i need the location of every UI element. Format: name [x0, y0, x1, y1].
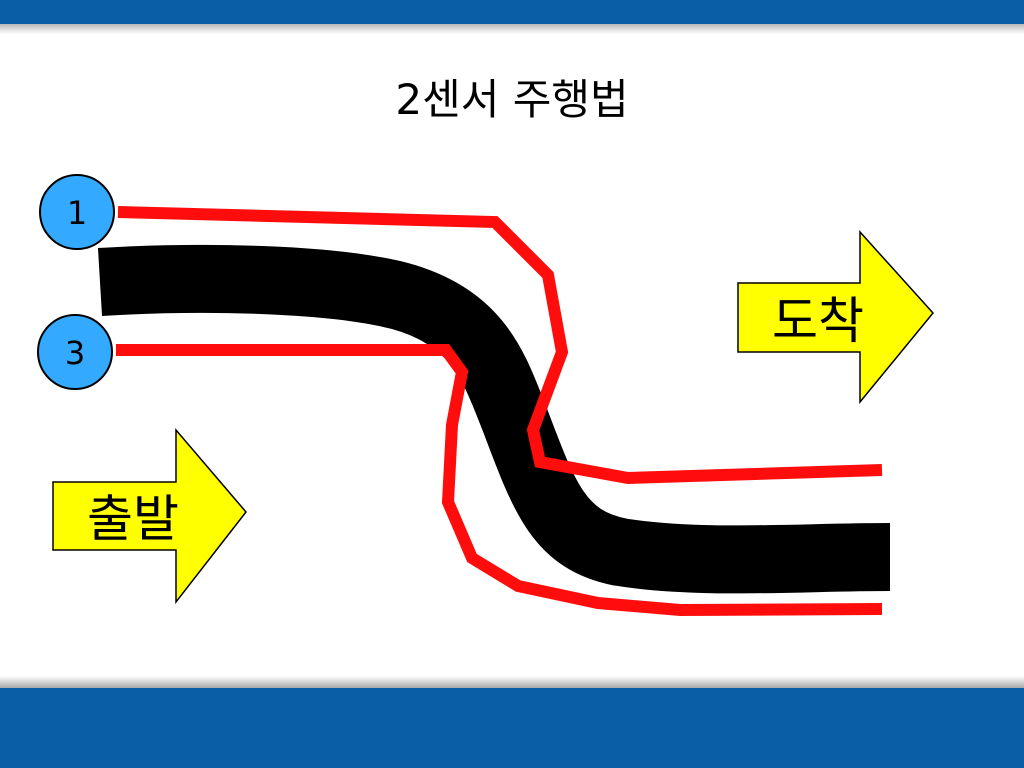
bottom-band-shadow: [0, 676, 1024, 688]
black-track-line: [97, 244, 891, 594]
slide-title: 2센서 주행법: [395, 75, 629, 124]
start-arrow-label: 출발: [87, 490, 179, 548]
start-arrow-shape: [52, 427, 247, 605]
top-band: [0, 0, 1024, 24]
sensor-1: 1: [39, 174, 115, 250]
sensor-1-path: [117, 206, 883, 485]
sensor-3: 3: [37, 314, 113, 390]
start-arrow: 출발: [52, 427, 247, 605]
finish-arrow-label: 도착: [772, 292, 864, 350]
bottom-band: [0, 688, 1024, 768]
sensor-3-label: 3: [65, 334, 85, 372]
top-band-shadow: [0, 24, 1024, 34]
sensor-1-circle: [39, 174, 115, 250]
sensor-3-circle: [37, 314, 113, 390]
finish-arrow-shape: [737, 230, 934, 405]
finish-arrow: 도착: [737, 230, 934, 405]
sensor-3-path: [116, 344, 883, 617]
sensor-1-label: 1: [67, 194, 87, 232]
